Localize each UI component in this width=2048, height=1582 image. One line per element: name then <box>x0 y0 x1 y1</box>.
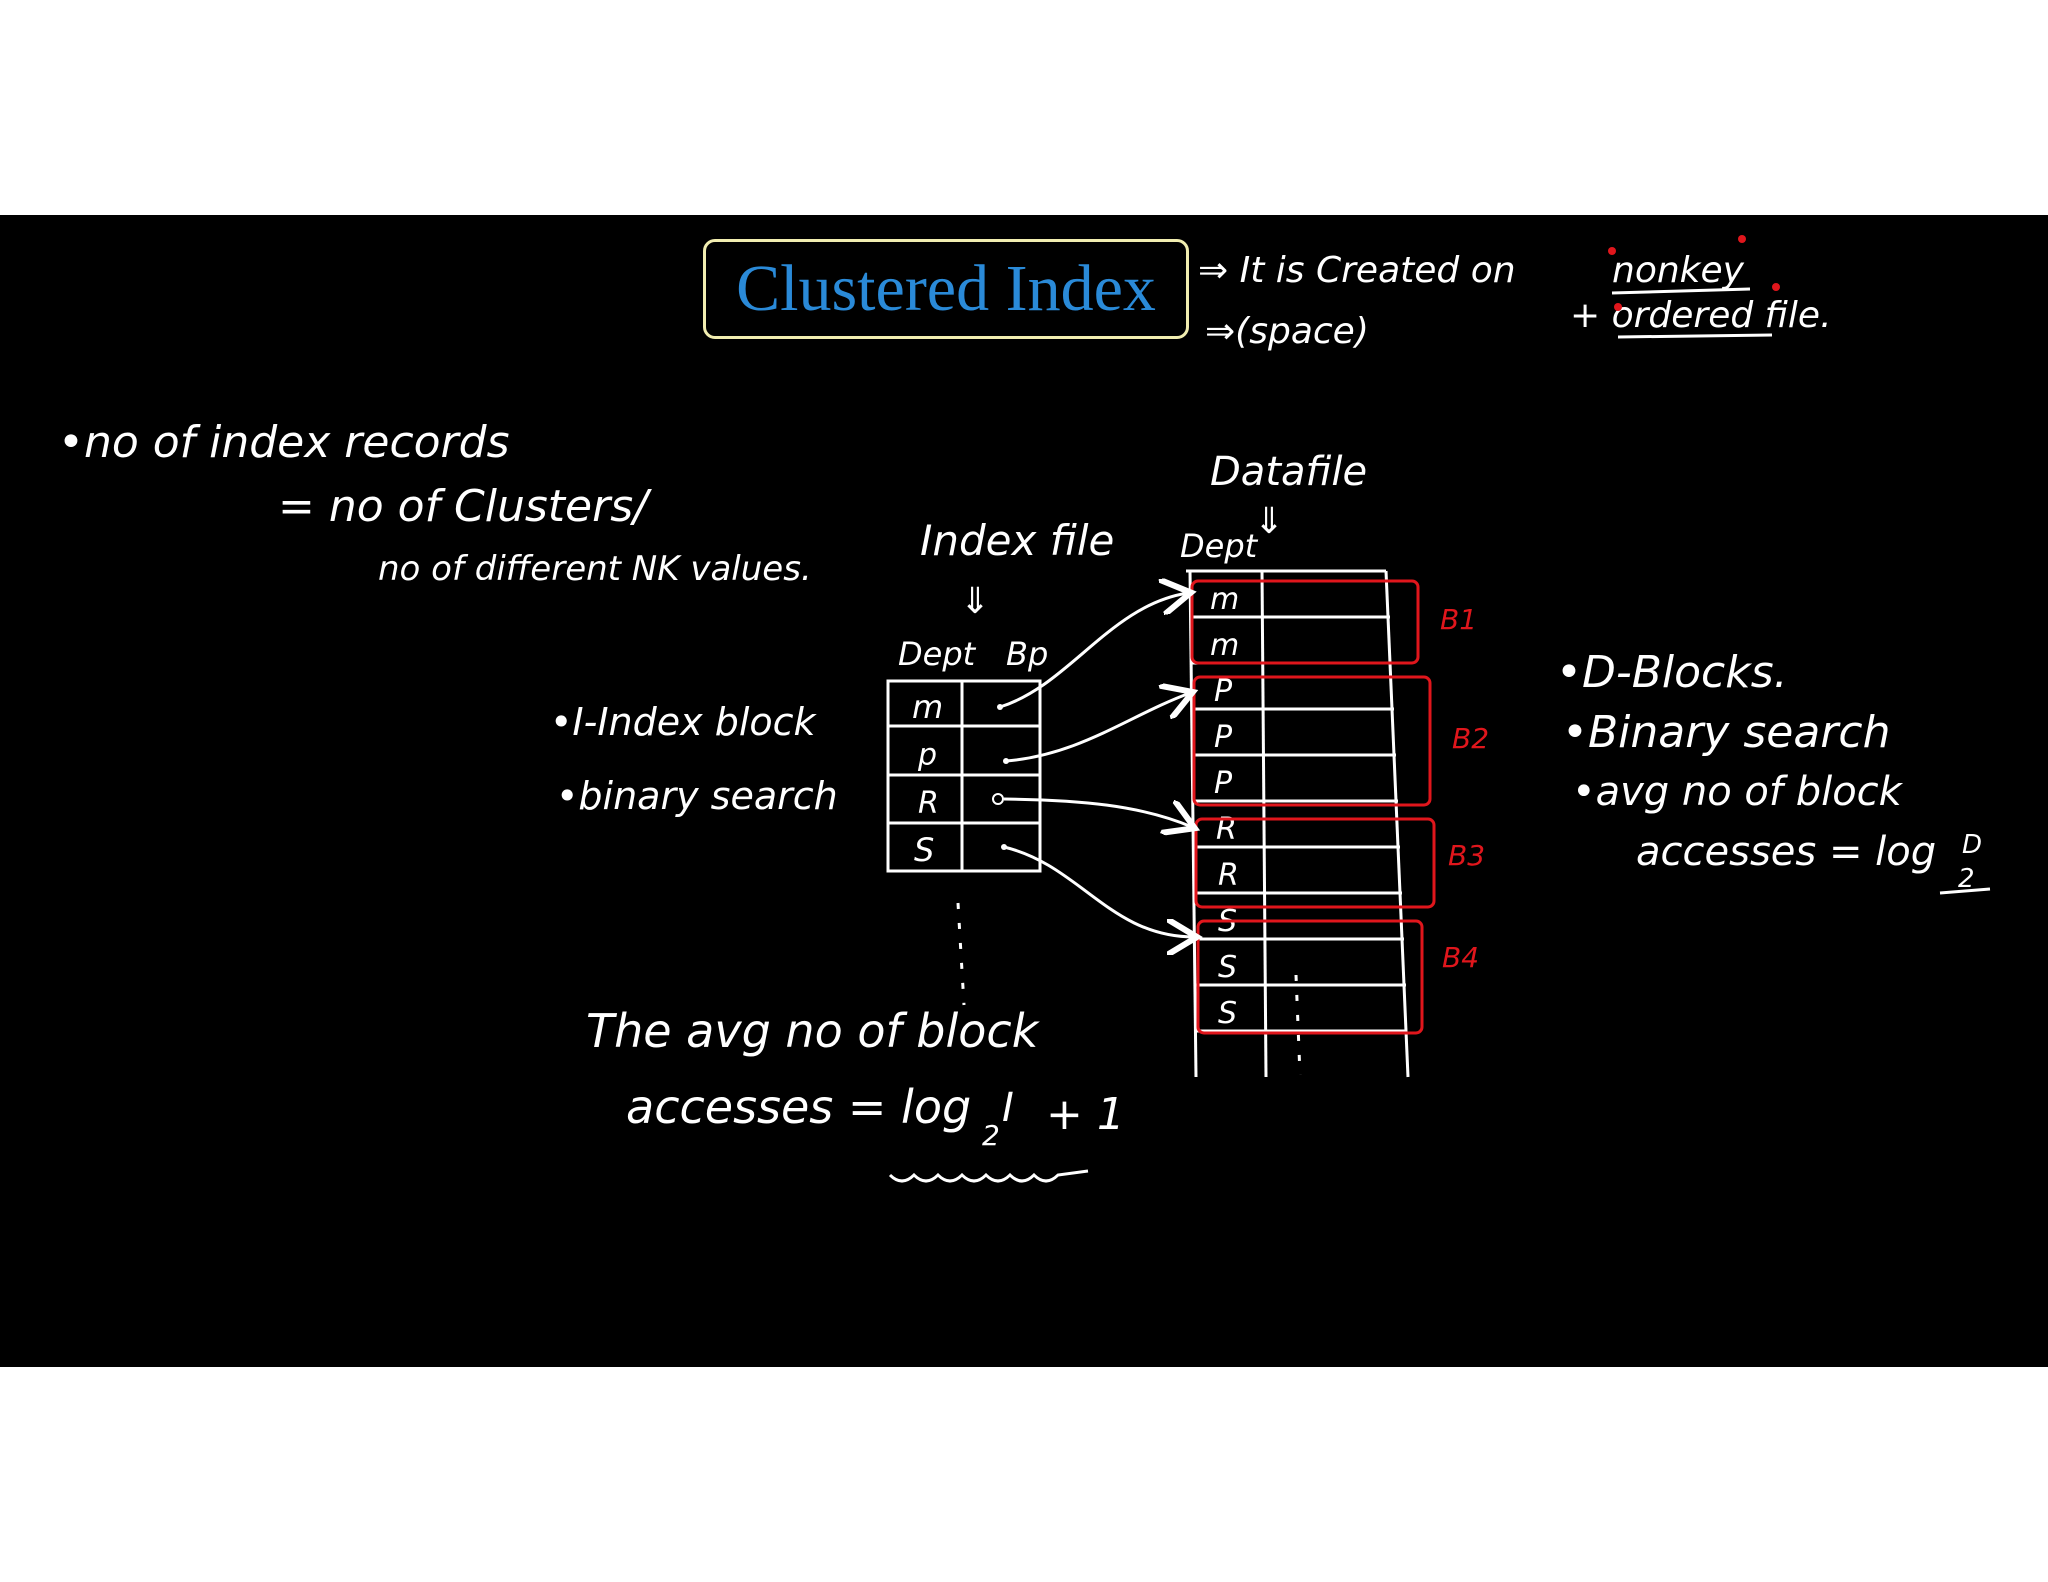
block-label: B4 <box>1442 941 1479 974</box>
note-log-arg: D <box>1962 830 1982 860</box>
slide-title: Clustered Index <box>736 252 1156 325</box>
block-label: B2 <box>1452 722 1489 755</box>
pointer-arrows <box>999 593 1194 937</box>
data-row: R <box>1216 812 1237 847</box>
data-rows: m m P P P R R S S S <box>1210 582 1239 1031</box>
block-outlines <box>1190 579 1436 1035</box>
note-d-blocks: •D-Blocks. <box>1556 647 1788 698</box>
note-binary-search-index: •binary search <box>556 774 838 818</box>
note-index-block: •I-Index block <box>550 700 818 744</box>
ordered-underline <box>1617 333 1773 339</box>
note-created-on: ⇒ It is Created on <box>1198 250 1516 291</box>
data-row: P <box>1214 766 1233 801</box>
index-row: m <box>912 688 943 726</box>
note-binary-search-data: •Binary search <box>1562 707 1890 758</box>
formula-plus-one: + 1 <box>1046 1089 1125 1140</box>
data-row: R <box>1218 858 1239 893</box>
note-index-records: •no of index records <box>58 417 510 468</box>
data-file-heading: Datafile <box>1210 449 1367 495</box>
data-row: m <box>1210 628 1239 663</box>
data-row: m <box>1210 582 1239 617</box>
nonkey-underline <box>1611 287 1751 295</box>
note-space: ⇒(space) <box>1205 311 1369 352</box>
formula-underline <box>1939 887 1991 895</box>
block-label: B1 <box>1440 603 1477 636</box>
note-nonkey: nonkey <box>1612 250 1745 291</box>
index-col-bp: Bp <box>1006 635 1048 673</box>
note-avg-block-index: The avg no of block <box>586 1004 1041 1058</box>
formula-log-arg: I <box>1002 1085 1014 1131</box>
data-row: P <box>1214 674 1233 709</box>
slide: Clustered Index ⇒ It is Created on nonke… <box>0 215 2048 1367</box>
block-label: B3 <box>1448 839 1485 872</box>
note-no-of-clusters: = no of Clusters/ <box>278 481 652 532</box>
index-table <box>886 679 1042 873</box>
dotted-continuation <box>956 902 1302 1076</box>
formula-log-base: 2 <box>982 1119 1000 1152</box>
red-mark <box>1614 303 1622 311</box>
index-col-dept: Dept <box>898 635 977 673</box>
index-file-arrow: ⇓ <box>960 581 990 622</box>
index-file-heading: Index file <box>920 516 1114 565</box>
data-row: P <box>1214 720 1233 755</box>
pointer-dots <box>992 704 1009 850</box>
title-box: Clustered Index <box>703 239 1189 339</box>
note-ordered-file: + ordered file. <box>1570 295 1832 336</box>
index-row: p <box>917 738 937 773</box>
formula-squiggle <box>888 1169 1089 1183</box>
note-distinct-values: no of different NK values. <box>378 549 812 589</box>
note-log-base: 2 <box>1958 864 1975 894</box>
red-mark <box>1772 283 1780 291</box>
red-mark <box>1738 235 1746 243</box>
data-row: S <box>1218 996 1237 1031</box>
note-avg-block: •avg no of block <box>1572 769 1904 815</box>
data-col-dept: Dept <box>1180 527 1259 565</box>
index-row: S <box>914 831 934 869</box>
red-mark <box>1608 247 1616 255</box>
data-file-arrow: ⇓ <box>1254 501 1284 542</box>
note-accesses-d: accesses = log <box>1636 829 1936 875</box>
data-row: S <box>1218 950 1237 985</box>
whiteboard: ⇒ It is Created on nonkey + ordered file… <box>58 235 1991 1183</box>
note-accesses-index: accesses = log <box>626 1080 971 1134</box>
index-row: R <box>918 786 939 821</box>
data-table <box>1186 569 1410 1078</box>
